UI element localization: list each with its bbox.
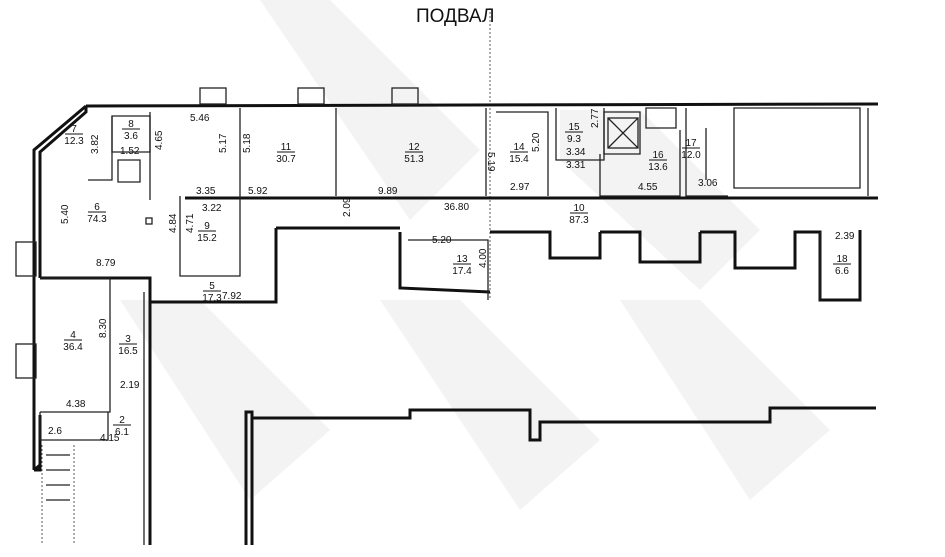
- room-area: 6.6: [835, 266, 849, 277]
- room-number: 9: [204, 221, 210, 232]
- room-label-18: 186.6: [833, 254, 851, 277]
- room-number: 17: [685, 138, 697, 149]
- dimension-label: 5.18: [242, 133, 253, 153]
- dimension-label: 7.92: [222, 291, 242, 302]
- room-number: 5: [209, 281, 215, 292]
- dimension-label: 2.39: [835, 231, 855, 242]
- room-label-6: 674.3: [87, 202, 107, 225]
- plan-title: ПОДВАЛ: [416, 6, 495, 27]
- room-number: 16: [652, 150, 664, 161]
- room-labels: 26.1 316.5 436.4 517.3 674.3 712.3 83.6 915.2 10…: [63, 119, 851, 438]
- room-label-2: 26.1: [113, 415, 131, 438]
- stair-label: 2.6: [48, 426, 62, 437]
- dimension-label: 5.20: [432, 235, 452, 246]
- room-area: 36.4: [63, 342, 83, 353]
- dimension-label: 4.38: [66, 399, 86, 410]
- dimension-label: 4.71: [185, 213, 196, 233]
- room-number: 18: [836, 254, 848, 265]
- room-label-3: 316.5: [118, 334, 138, 357]
- watermark: [120, 0, 830, 510]
- room-number: 14: [513, 142, 525, 153]
- dimension-label: 3.34: [566, 147, 586, 158]
- dimension-label: 4.55: [638, 182, 658, 193]
- dimension-label: 3.22: [202, 203, 222, 214]
- partitions: [39, 107, 869, 545]
- room-number: 4: [70, 330, 76, 341]
- dimension-label: 5.19: [485, 152, 496, 172]
- dimension-label: 36.80: [444, 202, 469, 213]
- room-number: 3: [125, 334, 131, 345]
- room-label-8: 83.6: [122, 119, 140, 142]
- dimension-label: 3.82: [90, 134, 101, 154]
- room-area: 9.3: [567, 134, 581, 145]
- dimension-labels: 5.46 5.17 5.18 3.82 1.52 4.65 5.40 3.35 5.92 9.89…: [60, 108, 855, 444]
- dimension-label: 8.30: [98, 318, 109, 338]
- room-label-4: 436.4: [63, 330, 83, 353]
- dimension-label: 2.19: [120, 380, 140, 391]
- room-area: 16.5: [118, 346, 138, 357]
- room-area: 17.4: [452, 266, 472, 277]
- dimension-label: 9.89: [378, 186, 398, 197]
- dimension-label: 8.79: [96, 258, 116, 269]
- dimension-label: 4.15: [100, 433, 120, 444]
- room-number: 10: [573, 203, 585, 214]
- room-number: 7: [71, 124, 77, 135]
- room-area: 15.2: [197, 233, 217, 244]
- dimension-label: 4.84: [168, 213, 179, 233]
- room-area: 12.3: [64, 136, 84, 147]
- dimension-label: 4.00: [478, 248, 489, 268]
- stair-hatch: [41, 445, 75, 545]
- room-area: 3.6: [124, 131, 138, 142]
- room-area: 51.3: [404, 154, 424, 165]
- walls: [32, 102, 879, 545]
- room-area: 13.6: [648, 162, 668, 173]
- room-label-9: 915.2: [197, 221, 217, 244]
- room-area: 6.1: [115, 427, 129, 438]
- room-area: 74.3: [87, 214, 107, 225]
- room-number: 6: [94, 202, 100, 213]
- room-area: 17.3: [202, 293, 222, 304]
- room-area: 30.7: [276, 154, 296, 165]
- dimension-label: 5.46: [190, 113, 210, 124]
- room-number: 13: [456, 254, 468, 265]
- dimension-label: 2.77: [590, 108, 601, 128]
- dimension-label: 5.20: [531, 132, 542, 152]
- window-wells: [15, 87, 419, 379]
- room-area: 12.0: [681, 150, 701, 161]
- dimension-label: 2.97: [510, 182, 530, 193]
- column-marker: [145, 217, 153, 225]
- dimension-label: 3.06: [698, 178, 718, 189]
- room-label-5: 517.3: [202, 281, 222, 304]
- room-area: 87.3: [569, 215, 589, 226]
- dimension-label: 4.65: [154, 130, 165, 150]
- room-area: 15.4: [509, 154, 529, 165]
- room-number: 15: [568, 122, 580, 133]
- dimension-label: 5.92: [248, 186, 268, 197]
- room-number: 8: [128, 119, 134, 130]
- dimension-label: 1.52: [120, 146, 140, 157]
- room-label-7: 712.3: [64, 124, 84, 147]
- lift-shaft: [607, 117, 639, 149]
- room-label-15: 159.3: [565, 122, 583, 145]
- dimension-label: 2.09: [342, 197, 353, 217]
- dimension-label: 3.31: [566, 160, 586, 171]
- room-number: 12: [408, 142, 420, 153]
- dimension-label: 5.40: [60, 204, 71, 224]
- dimension-label: 3.35: [196, 186, 216, 197]
- room-number: 11: [281, 142, 292, 153]
- dimension-label: 5.17: [218, 133, 229, 153]
- room-number: 2: [119, 415, 125, 426]
